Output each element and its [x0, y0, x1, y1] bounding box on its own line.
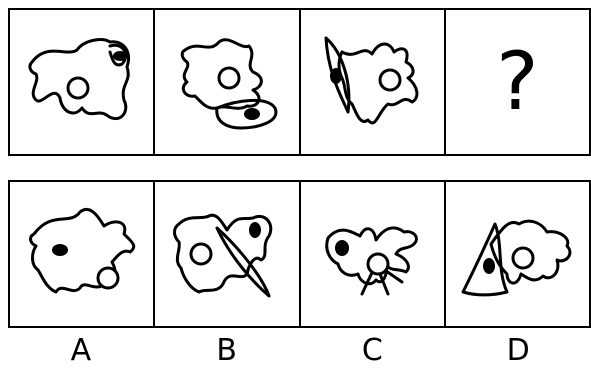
- question-cell-1: [10, 10, 155, 154]
- question-row: ?: [8, 8, 591, 156]
- blob-figure: [157, 12, 297, 152]
- option-cell-d[interactable]: [446, 182, 589, 326]
- option-cell-a[interactable]: [10, 182, 155, 326]
- blob-figure: [302, 184, 442, 324]
- option-label-b[interactable]: B: [154, 333, 300, 373]
- blob-figure: [302, 12, 442, 152]
- option-label-c[interactable]: C: [300, 333, 446, 373]
- option-cell-b[interactable]: [155, 182, 300, 326]
- option-label-d[interactable]: D: [445, 333, 591, 373]
- question-mark: ?: [496, 42, 538, 122]
- option-label-a[interactable]: A: [8, 333, 154, 373]
- question-cell-4: ?: [446, 10, 589, 154]
- blob-figure: [12, 184, 152, 324]
- option-row: [8, 180, 591, 328]
- option-cell-c[interactable]: [301, 182, 446, 326]
- question-cell-2: [155, 10, 300, 154]
- blob-figure: [12, 12, 152, 152]
- question-cell-3: [301, 10, 446, 154]
- option-labels: A B C D: [8, 333, 591, 373]
- blob-figure: [157, 184, 297, 324]
- blob-figure: [447, 184, 587, 324]
